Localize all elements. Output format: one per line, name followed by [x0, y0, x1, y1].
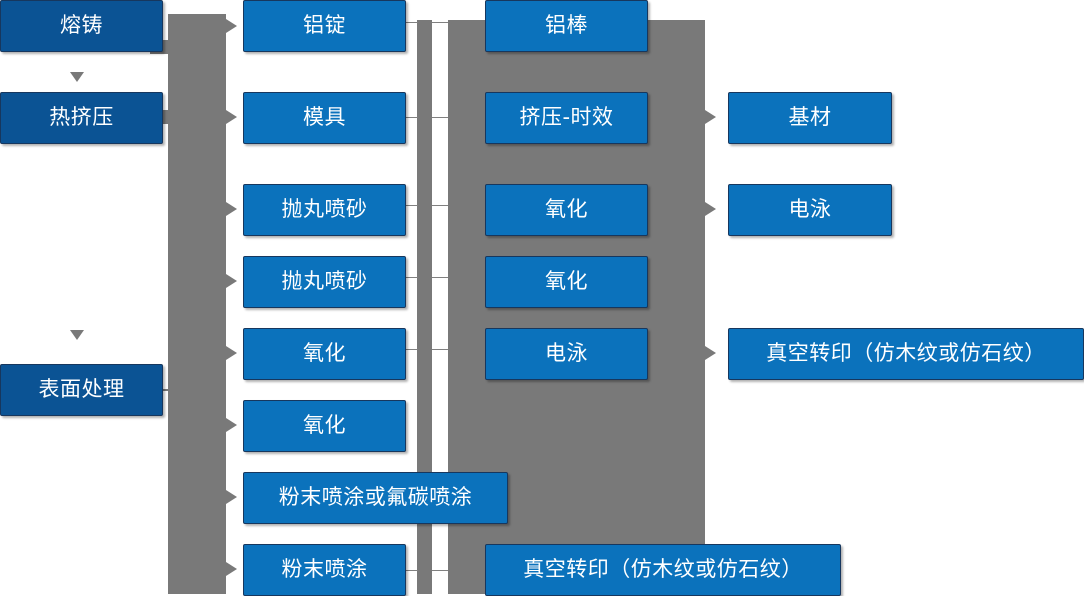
- output-box-base-material[interactable]: 基材: [728, 92, 892, 144]
- process-label-oxidation-1: 氧化: [303, 341, 346, 366]
- arrow-to-aluminum-ingot: [226, 19, 237, 33]
- subprocess-label-oxidation-3: 氧化: [545, 197, 588, 222]
- tick-oxidation-3: [432, 205, 454, 206]
- connector-bar-process-to-sub: [417, 20, 432, 594]
- process-label-powder-coating: 粉末喷涂: [281, 557, 368, 582]
- subprocess-label-electrophoresis-1: 电泳: [545, 341, 588, 366]
- tick-left-bottom: [404, 570, 418, 571]
- arrow-to-electrophoresis-2: [705, 202, 716, 216]
- tick-vacuum-bottom: [432, 570, 454, 571]
- arrow-to-oxidation-1: [226, 346, 237, 360]
- subprocess-box-electrophoresis-1[interactable]: 电泳: [485, 328, 648, 380]
- subprocess-box-vacuum-transfer-bottom[interactable]: 真空转印（仿木纹或仿石纹）: [485, 544, 841, 596]
- subprocess-label-aluminum-bar: 铝棒: [545, 13, 588, 38]
- stage-label-hot-extrusion: 热挤压: [49, 105, 114, 130]
- process-box-die-mold[interactable]: 模具: [243, 92, 406, 144]
- subprocess-box-oxidation-4[interactable]: 氧化: [485, 256, 648, 308]
- process-label-die-mold: 模具: [303, 105, 346, 130]
- process-label-shot-blasting-1: 抛丸喷砂: [281, 197, 368, 222]
- arrow-to-powder-or-pvdf: [226, 490, 237, 504]
- tick-left-blast-1: [404, 205, 418, 206]
- process-box-shot-blasting-2[interactable]: 抛丸喷砂: [243, 256, 406, 308]
- arrow-to-vacuum-transfer: [705, 346, 716, 360]
- output-box-electrophoresis-2[interactable]: 电泳: [728, 184, 892, 236]
- connector-arrow-to-surface: [70, 330, 84, 340]
- process-box-aluminum-ingot[interactable]: 铝锭: [243, 0, 406, 52]
- connector-line-surface-treatment: [163, 389, 193, 391]
- output-label-vacuum-transfer: 真空转印（仿木纹或仿石纹）: [766, 341, 1046, 366]
- stage-box-hot-extrusion[interactable]: 热挤压: [0, 92, 163, 144]
- tick-left-blast-2: [404, 277, 418, 278]
- tick-extrusion-aging: [432, 117, 454, 118]
- stage-label-surface-treatment: 表面处理: [38, 377, 125, 402]
- process-label-shot-blasting-2: 抛丸喷砂: [281, 269, 368, 294]
- output-label-electrophoresis-2: 电泳: [788, 197, 832, 222]
- arrow-to-powder-coating: [226, 562, 237, 576]
- tick-left-aluminum-bar: [404, 22, 418, 23]
- process-box-powder-coating[interactable]: 粉末喷涂: [243, 544, 406, 596]
- output-label-base-material: 基材: [788, 105, 832, 130]
- stage-box-surface-treatment[interactable]: 表面处理: [0, 364, 163, 416]
- subprocess-label-oxidation-4: 氧化: [545, 269, 588, 294]
- subprocess-label-vacuum-transfer-bottom: 真空转印（仿木纹或仿石纹）: [523, 557, 803, 582]
- subprocess-label-extrusion-aging: 挤压-时效: [519, 105, 614, 130]
- stage-box-melt-casting[interactable]: 熔铸: [0, 0, 163, 52]
- arrow-to-shot-blasting-2: [226, 274, 237, 288]
- tick-left-oxidation: [404, 349, 418, 350]
- process-box-oxidation-2[interactable]: 氧化: [243, 400, 406, 452]
- arrow-to-base-material: [705, 110, 716, 124]
- subprocess-box-aluminum-bar[interactable]: 铝棒: [485, 0, 648, 52]
- tick-oxidation-4: [432, 277, 454, 278]
- output-box-vacuum-transfer[interactable]: 真空转印（仿木纹或仿石纹）: [728, 328, 1084, 380]
- connector-block-stage-to-process: [168, 14, 226, 594]
- tick-left-die-mold: [404, 117, 418, 118]
- stage-label-melt-casting: 熔铸: [60, 13, 103, 38]
- process-label-oxidation-2: 氧化: [303, 413, 346, 438]
- process-box-shot-blasting-1[interactable]: 抛丸喷砂: [243, 184, 406, 236]
- process-box-powder-or-pvdf[interactable]: 粉末喷涂或氟碳喷涂: [243, 472, 508, 524]
- tick-electrophoresis-1: [432, 349, 454, 350]
- process-label-aluminum-ingot: 铝锭: [303, 13, 346, 38]
- connector-arrow-melt-to-extrusion: [70, 72, 84, 82]
- process-box-oxidation-1[interactable]: 氧化: [243, 328, 406, 380]
- arrow-to-shot-blasting-1: [226, 202, 237, 216]
- tick-aluminum-bar: [432, 22, 454, 23]
- arrow-to-oxidation-2: [226, 418, 237, 432]
- subprocess-box-oxidation-3[interactable]: 氧化: [485, 184, 648, 236]
- process-label-powder-or-pvdf: 粉末喷涂或氟碳喷涂: [278, 485, 473, 510]
- arrow-to-die-mold: [226, 110, 237, 124]
- subprocess-box-extrusion-aging[interactable]: 挤压-时效: [485, 92, 648, 144]
